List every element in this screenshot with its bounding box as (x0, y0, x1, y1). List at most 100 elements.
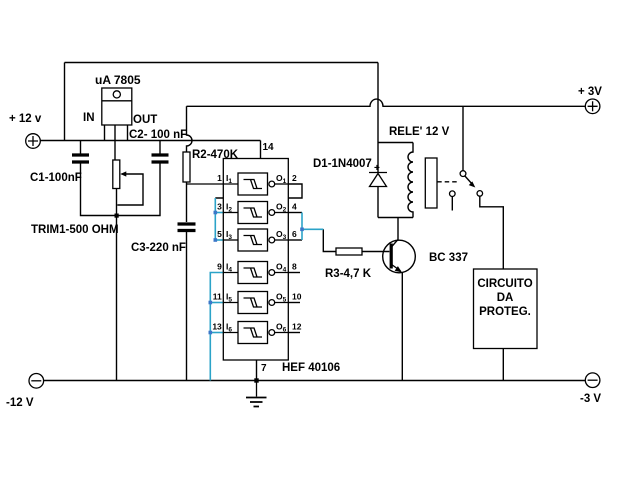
gate-out-sub: 1 (283, 178, 287, 185)
regulator-in-label: IN (83, 112, 95, 124)
gate-out-label: O (276, 262, 283, 272)
wire-switch-arm (464, 175, 472, 184)
wire-trim-wiper-loop (117, 173, 144, 206)
regulator-out-label: OUT (133, 114, 157, 126)
gate-out-label: O (276, 229, 283, 239)
svg-text:I3: I3 (226, 229, 232, 241)
wire-3v-rail-with-hop (186, 98, 586, 107)
gate-out-sub: 3 (283, 234, 287, 241)
pin-number: 9 (217, 262, 222, 272)
pin-number: 3 (217, 202, 222, 212)
trimmer-label: TRIM1-500 OHM (31, 224, 119, 236)
voltage-regulator-7805: uA 7805 IN OUT (83, 73, 157, 126)
capacitor-c1: C1-100nF (30, 153, 89, 184)
gate-in-label: I (226, 229, 228, 239)
switch-arrowhead (468, 181, 476, 188)
gate-out-sub: 2 (283, 206, 287, 213)
emitter-arrowhead (394, 266, 402, 273)
relay-armature (424, 157, 438, 209)
regulator-name: uA 7805 (95, 73, 141, 87)
terminal-label: -3 V (580, 393, 601, 405)
wires (40, 61, 586, 382)
wire-no-to-protection (479, 196, 504, 269)
blue-wires (208, 198, 324, 381)
schmitt-symbol (243, 178, 262, 190)
transistor-base-bar (389, 243, 393, 269)
capacitor-label: C1-100nF (30, 172, 82, 184)
terminal-label: + 12 v (9, 113, 42, 125)
relay-coil (407, 142, 414, 218)
diode-triangle (368, 172, 388, 188)
ic-gnd-pin: 7 (261, 363, 267, 374)
diode-d1: + D1-1N4007 (313, 158, 388, 188)
protection-circuit-box: CIRCUITO DA PROTEG. (472, 268, 538, 350)
blue-unused-inputs (209, 271, 224, 381)
schmitt-symbol (243, 267, 262, 278)
schmitt-gate-5: 11 I5 O5 10 (213, 290, 302, 315)
diode-plus: + (374, 163, 380, 174)
ic-name: HEF 40106 (282, 362, 340, 374)
junction-dot (114, 213, 119, 218)
inverter-bubble (268, 236, 276, 244)
wiper-arrowhead (120, 171, 127, 177)
gate-in-label: I (226, 173, 228, 183)
wire-c1-bottom-link (79, 163, 161, 217)
svg-text:O5: O5 (276, 292, 287, 304)
terminal-minus-3v: -3 V (580, 372, 601, 405)
pin-number: 6 (292, 229, 297, 239)
schmitt-gate-3: 5 I3 O3 6 (217, 228, 297, 252)
svg-text:I2: I2 (226, 202, 232, 214)
svg-text:I4: I4 (226, 262, 232, 274)
junction-dot (254, 378, 259, 383)
gate-in-label: I (226, 322, 228, 332)
svg-text:I6: I6 (226, 322, 232, 334)
terminal-label: + 3V (578, 86, 602, 98)
gate-out-label: O (276, 292, 283, 302)
wire-to-r3 (322, 229, 336, 253)
gate-out-sub: 4 (283, 266, 287, 273)
gate-in-sub: 1 (228, 178, 232, 185)
gate-out-sub: 5 (283, 296, 287, 303)
gate-in-label: I (226, 262, 228, 272)
gate-in-label: I (226, 202, 228, 212)
schmitt-symbol (243, 297, 262, 308)
relay-label: RELE' 12 V (389, 126, 450, 138)
svg-text:I5: I5 (226, 292, 232, 304)
resistor-r3: R3-4,7 K (325, 247, 372, 280)
wire-out-up-with-hop (185, 106, 193, 152)
capacitor-c3: C3-220 nF (131, 222, 196, 254)
capacitor-label: C3-220 nF (131, 242, 186, 254)
pin-number: 10 (292, 292, 302, 302)
gate-in-sub: 3 (228, 234, 232, 241)
terminal-minus-12v: -12 V (6, 372, 45, 409)
gate-out-label: O (276, 322, 283, 332)
blue-junction-dot (208, 330, 213, 335)
gate-in-sub: 2 (228, 206, 232, 213)
gate-in-sub: 4 (228, 266, 232, 273)
gate-out-sub: 6 (283, 326, 287, 333)
diode-label: D1-1N4007 (313, 158, 372, 170)
gate-in-sub: 6 (228, 326, 232, 333)
inverter-bubble (268, 298, 276, 307)
pin-number: 2 (292, 173, 297, 183)
protection-line1: CIRCUITO (477, 278, 532, 290)
schmitt-gate-1: 1 I1 O1 2 (186, 172, 297, 196)
pin-number: 5 (217, 229, 222, 239)
gate-out-label: O (276, 173, 283, 183)
ic-vcc-pin: 14 (263, 142, 275, 153)
ground-symbol (246, 380, 267, 408)
schmitt-gate-2: 3 I2 O2 4 (217, 200, 297, 225)
blue-junction-dot (300, 227, 304, 232)
transistor-bc337: BC 337 (382, 239, 468, 274)
svg-text:O1: O1 (276, 173, 287, 185)
contact-nc (448, 190, 456, 198)
terminal-plus-12v: + 12 v (9, 113, 42, 149)
relay-switch-contacts (448, 170, 484, 198)
pin-number: 13 (212, 322, 222, 332)
wire-collector (391, 217, 399, 248)
terminal-plus-3v: + 3V (578, 86, 602, 115)
inverter-bubble (268, 180, 276, 188)
svg-text:I1: I1 (226, 173, 232, 185)
